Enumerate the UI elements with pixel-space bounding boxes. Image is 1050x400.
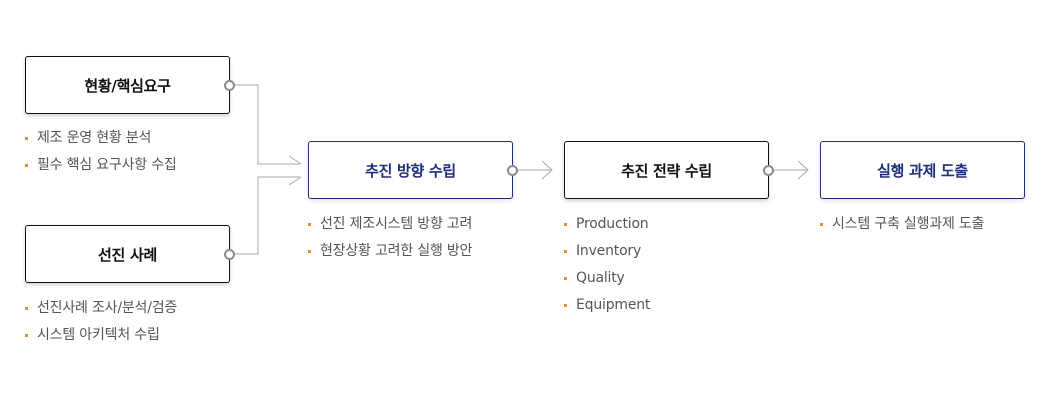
connector-current-to-direction [234, 84, 300, 165]
node-strategy-title: 추진 전략 수립 [621, 161, 712, 180]
list-item: Equipment [564, 292, 650, 319]
list-item: 선진사례 조사/분석/검증 [25, 295, 177, 322]
bullet-icon [25, 164, 28, 167]
bullet-icon [820, 223, 823, 226]
list-item: Quality [564, 265, 650, 292]
node-benchmark-title: 선진 사례 [98, 245, 157, 264]
node-benchmark: 선진 사례 [25, 225, 230, 283]
list-current-status: 제조 운영 현황 분석 필수 핵심 요구사항 수집 [25, 125, 177, 179]
bullet-icon [25, 334, 28, 337]
bullet-icon [25, 307, 28, 310]
list-item: 현장상황 고려한 실행 방안 [308, 238, 472, 265]
list-strategy: Production Inventory Quality Equipment [564, 211, 650, 319]
bullet-icon [564, 304, 567, 307]
list-tasks: 시스템 구축 실행과제 도출 [820, 211, 984, 238]
bullet-icon [308, 250, 311, 253]
node-current-status-title: 현황/핵심요구 [84, 76, 171, 95]
port-benchmark [224, 249, 235, 260]
list-item: Inventory [564, 238, 650, 265]
port-current-status [224, 80, 235, 91]
bullet-icon [564, 277, 567, 280]
list-direction: 선진 제조시스템 방향 고려 현장상황 고려한 실행 방안 [308, 211, 472, 265]
arrow-head-direction-bottom [288, 176, 302, 186]
node-tasks-title: 실행 과제 도출 [877, 161, 968, 180]
arrow-head-tasks [797, 160, 809, 180]
node-strategy: 추진 전략 수립 [564, 141, 769, 199]
list-item: 시스템 구축 실행과제 도출 [820, 211, 984, 238]
bullet-icon [25, 137, 28, 140]
bullet-icon [564, 223, 567, 226]
list-item: 선진 제조시스템 방향 고려 [308, 211, 472, 238]
bullet-icon [564, 250, 567, 253]
list-benchmark: 선진사례 조사/분석/검증 시스템 아키텍처 수립 [25, 295, 177, 349]
list-item: Production [564, 211, 650, 238]
list-item: 제조 운영 현황 분석 [25, 125, 177, 152]
bullet-icon [308, 223, 311, 226]
connector-benchmark-to-direction [234, 176, 300, 255]
arrow-head-strategy [541, 160, 553, 180]
list-item: 시스템 아키텍처 수립 [25, 322, 177, 349]
arrow-head-direction-top [288, 155, 302, 165]
list-item: 필수 핵심 요구사항 수집 [25, 152, 177, 179]
node-current-status: 현황/핵심요구 [25, 56, 230, 114]
node-tasks: 실행 과제 도출 [820, 141, 1025, 199]
node-direction: 추진 방향 수립 [308, 141, 513, 199]
port-direction [507, 165, 518, 176]
port-strategy [763, 165, 774, 176]
node-direction-title: 추진 방향 수립 [365, 161, 456, 180]
